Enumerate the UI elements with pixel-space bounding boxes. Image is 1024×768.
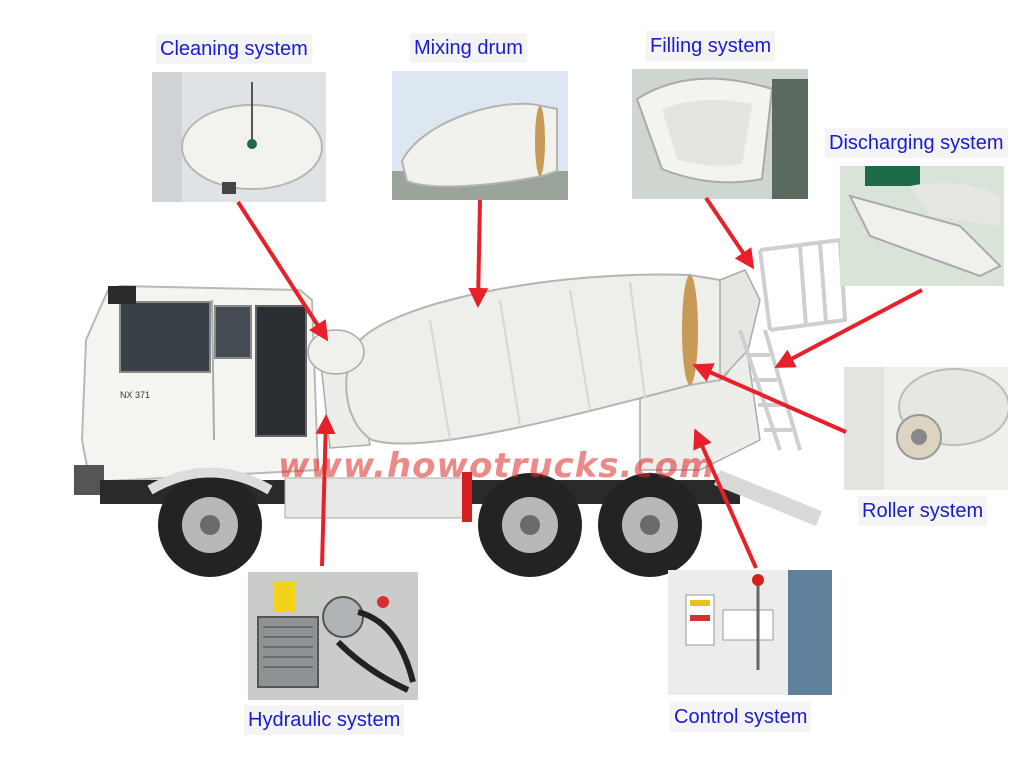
model-plate: NX 371 [120,390,150,400]
fuel-tank [284,477,466,519]
rear-wheel [598,473,702,577]
drum-ring [682,275,698,385]
hydraulic-system-label: Hydraulic system [244,705,405,735]
roller-system-label: Roller system [858,496,988,526]
water-tank [307,329,365,375]
side-guard [462,472,472,522]
discharging-system-photo [840,166,1004,286]
mixing-drum [345,269,761,445]
watermark: www.howotrucks.com [278,446,716,486]
hydraulic-system-photo [248,572,418,700]
cab-roof-light [108,286,136,304]
filling-system-label: Filling system [646,31,776,61]
filling-system-photo [632,69,808,199]
cab-rear-panel [255,305,307,437]
cleaning-system-label: Cleaning system [156,34,312,64]
cab-side-window [214,305,252,359]
cab-windshield [119,301,211,373]
front-fender [147,467,273,495]
cleaning-system-photo [152,72,326,202]
drum-neck [719,269,761,382]
control-system-label: Control system [670,702,812,732]
roller-system-photo [844,367,1008,490]
middle-wheel [478,473,582,577]
control-system-photo [668,570,832,695]
mixing-drum-label: Mixing drum [410,33,527,63]
front-wheel [158,473,262,577]
front-bumper [74,465,104,495]
mixing-drum-photo [392,71,568,200]
discharging-system-label: Discharging system [825,128,1008,158]
